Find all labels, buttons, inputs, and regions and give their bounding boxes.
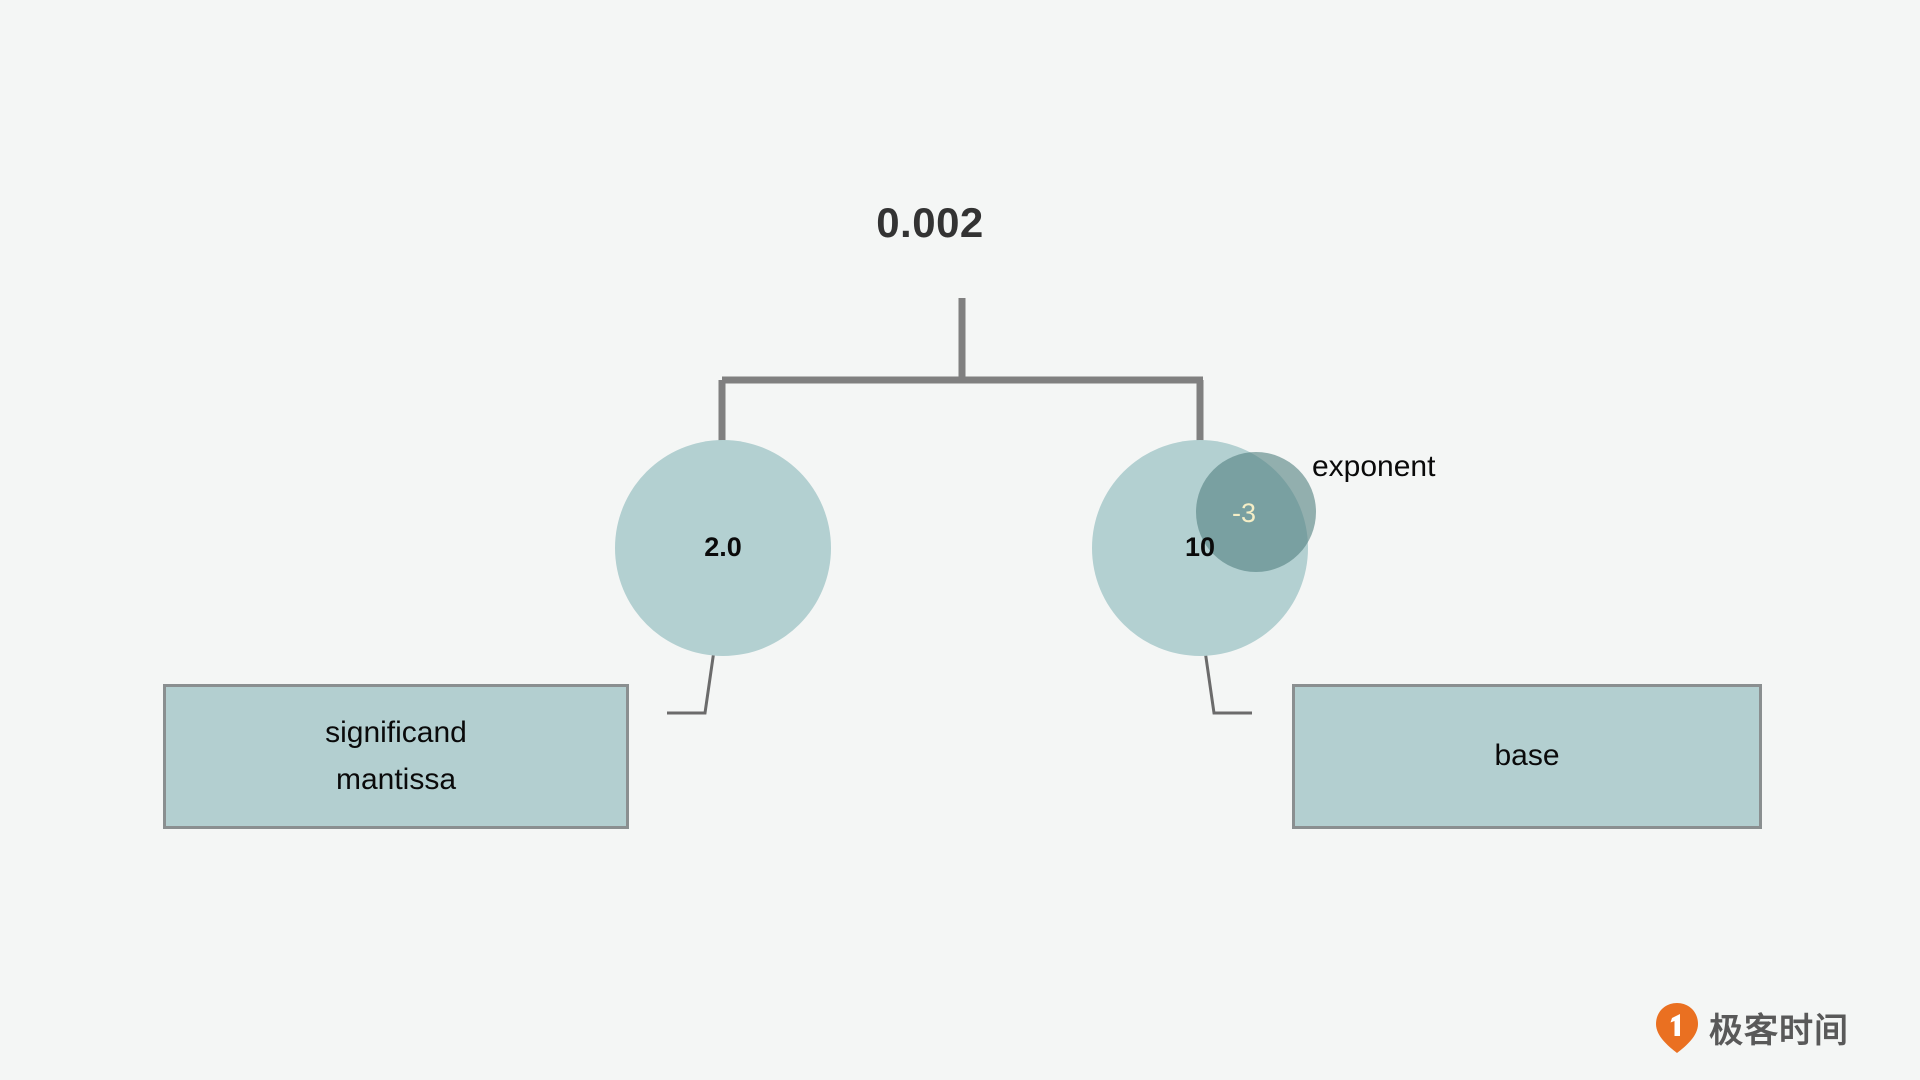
base-term-box: base [1292, 684, 1762, 829]
geektime-pin-logo-icon [1655, 1002, 1699, 1059]
significand-value: 2.0 [704, 532, 742, 562]
watermark: 极客时间 [1655, 1002, 1849, 1059]
root-value-label: 0.002 [876, 199, 984, 246]
significand-term-line-2: mantissa [335, 762, 457, 796]
significand-term-line-1: significand [325, 716, 467, 749]
exponent-caption: exponent [1312, 450, 1436, 483]
significand-circle [615, 440, 831, 656]
base-value: 10 [1185, 532, 1216, 562]
significand-term-box: significand mantissa [163, 684, 629, 829]
base-term-line-1: base [1494, 739, 1560, 773]
exponent-circle [1196, 452, 1316, 572]
exponent-value: -3 [1232, 498, 1257, 528]
watermark-text: 极客时间 [1709, 1011, 1849, 1050]
